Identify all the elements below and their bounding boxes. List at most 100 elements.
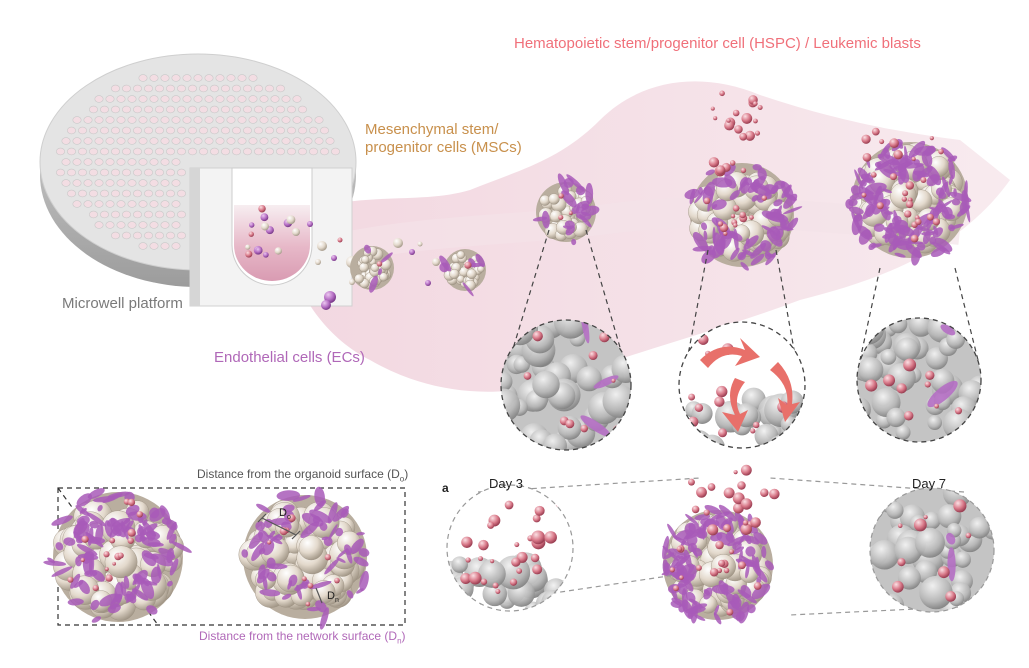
endothelial-vessel: [927, 380, 958, 408]
microwell-hole: [182, 137, 192, 145]
msc-label-line1: Mesenchymal stem/: [365, 121, 499, 138]
microwell-hole: [303, 137, 313, 145]
microwell-hole: [232, 84, 242, 93]
microwell-hole: [182, 116, 192, 124]
hspc-cell: [761, 195, 767, 201]
microwell-hole: [199, 84, 209, 93]
blast-cell: [708, 157, 720, 168]
surface-cell: [611, 354, 631, 383]
hspc-cell: [532, 514, 541, 523]
hspc-cell: [730, 213, 736, 219]
organoid-day-view: [661, 504, 774, 625]
endothelial-network: [70, 573, 81, 589]
microwell-hole: [281, 95, 291, 103]
hspc-cell: [523, 372, 532, 380]
microwell-hole: [171, 137, 181, 145]
hspc-cell: [903, 358, 917, 372]
hspc-cell: [558, 193, 564, 199]
endothelial-network: [745, 564, 750, 579]
endothelial-network: [350, 538, 364, 554]
microwell-hole: [105, 179, 115, 187]
hspc-cell: [749, 215, 754, 220]
microwell-hole: [314, 116, 324, 124]
microwell-hole: [122, 126, 132, 135]
endothelial-network: [378, 268, 383, 276]
distance-network-text: Distance from the network surface (D: [199, 629, 398, 643]
surface-cell: [895, 424, 911, 440]
hspc-cell: [897, 523, 903, 529]
endothelial-network: [924, 145, 936, 157]
microwell-hole: [286, 105, 296, 114]
endothelial-network: [753, 179, 760, 187]
msc-cell: [548, 193, 560, 205]
surface-cell: [919, 575, 953, 610]
microwell-hole: [133, 168, 143, 177]
endothelial-network: [941, 147, 956, 162]
endothelial-network: [353, 556, 369, 567]
hspc-cell: [876, 202, 884, 210]
surface-cell: [886, 501, 904, 519]
endothelial-network: [724, 174, 737, 189]
microwell-hole: [281, 116, 291, 124]
microwell-hole: [254, 105, 264, 114]
microwell-hole: [264, 126, 274, 135]
hspc-cell: [911, 156, 916, 161]
do-mark-label: Do: [279, 507, 291, 523]
microwell-hole: [171, 158, 181, 166]
hspc-cell: [511, 557, 521, 567]
endothelial-network: [263, 518, 273, 528]
free-cell: [324, 291, 336, 303]
well-cell: [248, 231, 254, 237]
microwell-hole: [144, 168, 154, 177]
distance-organoid-label: Distance from the organoid surface (Do): [197, 467, 408, 484]
microwell-hole: [160, 95, 170, 103]
microwell-hole: [122, 231, 132, 240]
microwell-hole: [116, 200, 126, 208]
hspc-cell: [896, 383, 907, 394]
microwell-hole: [248, 137, 258, 145]
blast-cell: [769, 488, 780, 500]
panel-a-text: a: [442, 481, 449, 495]
hspc-cell: [127, 528, 136, 537]
microwell-hole: [55, 147, 65, 156]
endothelial-network: [585, 182, 594, 204]
microwell-hole: [160, 158, 170, 166]
panel-a-label: a: [442, 481, 449, 495]
surface-cell: [895, 337, 920, 362]
microwell-hole: [221, 147, 231, 156]
microwell-hole: [100, 126, 110, 135]
microwell-hole: [275, 84, 285, 93]
free-cell: [315, 259, 321, 265]
endothelial-network: [251, 542, 265, 562]
endothelial-network: [150, 566, 162, 584]
endothelial-network: [120, 581, 127, 597]
endothelial-network: [678, 604, 686, 613]
blast-cell: [719, 90, 725, 97]
blast-cell: [889, 138, 899, 148]
hspc-cell: [669, 567, 675, 573]
hspc-cell: [531, 530, 546, 545]
endothelial-network: [676, 561, 689, 579]
microwell-hole: [138, 158, 148, 166]
surface-cell: [542, 433, 567, 450]
hspc-cell: [530, 553, 540, 563]
hspc-cell: [514, 542, 520, 548]
microwell-hole: [275, 147, 285, 156]
microwell-hole: [308, 126, 318, 135]
endothelial-network: [324, 558, 340, 575]
microwell-hole: [232, 147, 242, 156]
hspc-cell: [753, 582, 762, 590]
endothelial-network: [281, 593, 292, 600]
hspc-cell: [902, 190, 909, 197]
cell-layer: [43, 90, 972, 630]
surface-cell: [870, 540, 900, 570]
microwell-hole: [243, 126, 253, 135]
microwell-hole: [319, 126, 329, 135]
endothelial-network: [702, 523, 706, 540]
microwell-hole: [144, 105, 154, 114]
endothelial-network: [158, 547, 176, 559]
endothelial-network: [258, 547, 266, 555]
hspc-cell: [504, 500, 514, 510]
microwell-hole: [221, 126, 231, 135]
zoom-circle-day3: [446, 484, 574, 612]
